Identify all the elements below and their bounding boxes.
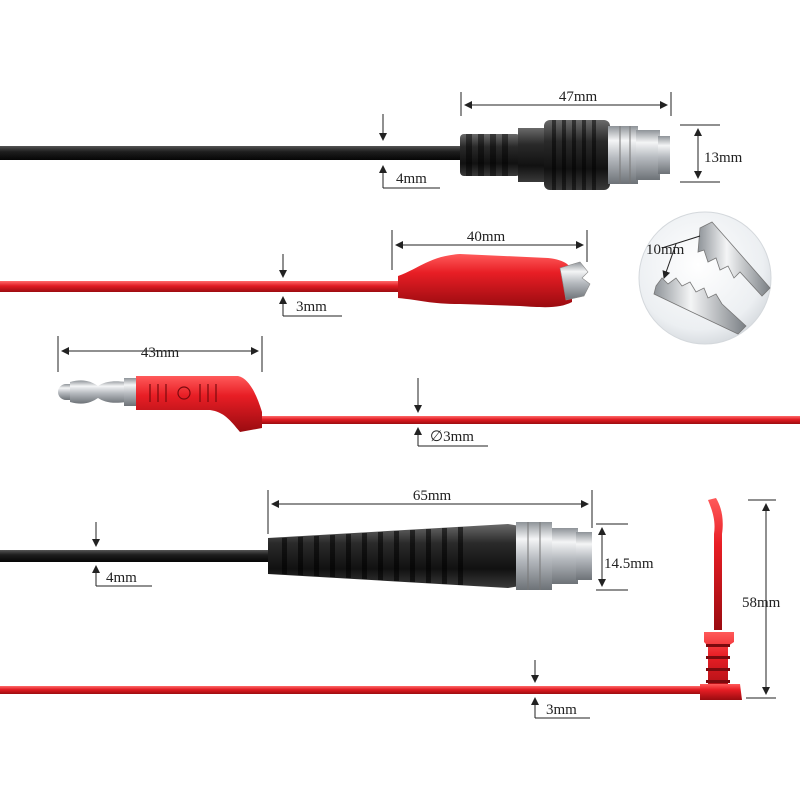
bnc-boot-row: 65mm 14.5mm 4mm	[0, 488, 654, 591]
dim-label-13mm: 13mm	[704, 150, 743, 166]
dim-label-65mm: 65mm	[413, 488, 452, 504]
banana-logo	[177, 386, 191, 400]
black-cable	[0, 146, 470, 160]
dim-label-10mm: 10mm	[646, 242, 685, 258]
dim-47mm	[460, 92, 672, 116]
dim-label-40mm: 40mm	[467, 229, 506, 245]
dim-label-3mm-row5: 3mm	[546, 702, 577, 718]
dim-d3mm	[414, 378, 488, 447]
dim-label-3mm-row2: 3mm	[296, 299, 327, 315]
dim-65mm	[267, 490, 593, 534]
bnc-cable-row: 47mm 13mm 4mm	[0, 89, 743, 190]
dim-label-d3mm: ∅3mm	[430, 429, 474, 445]
jaw-detail-inset: 10mm	[638, 211, 772, 345]
red-cable	[0, 281, 410, 292]
dim-3mm-row2	[279, 254, 342, 317]
bnc-body	[518, 120, 610, 190]
banana-plug-body	[136, 376, 262, 432]
dim-40mm	[391, 230, 588, 270]
dim-4mm-row4	[92, 522, 152, 587]
alligator-clip-jaw	[559, 261, 591, 301]
dim-43mm	[57, 336, 263, 372]
hook-probe	[700, 498, 742, 700]
alligator-clip-boot	[398, 254, 572, 308]
dim-label-4mm-row4: 4mm	[106, 570, 137, 586]
dim-4mm-top	[379, 114, 440, 189]
bnc-metal-tip	[608, 126, 670, 184]
dim-13mm	[680, 124, 720, 183]
alligator-clip-row: 40mm 3mm	[0, 229, 591, 317]
banana-ribs	[149, 384, 217, 402]
bnc-metal-tip-2	[516, 522, 592, 590]
red-cable-banana	[258, 416, 800, 424]
bnc-strain-relief	[460, 134, 520, 176]
dim-3mm-row5	[531, 660, 590, 719]
lower-jaw	[653, 277, 747, 335]
red-cable-hook	[0, 686, 712, 694]
banana-plug-row: 43mm ∅3mm	[57, 336, 800, 447]
dim-58mm	[746, 499, 776, 699]
black-cable-2	[0, 550, 280, 562]
hook-probe-row: 58mm 3mm	[0, 498, 781, 719]
dim-14-5mm	[596, 523, 628, 591]
upper-jaw	[697, 221, 771, 297]
dim-label-14-5mm: 14.5mm	[604, 556, 654, 572]
dim-label-4mm-top: 4mm	[396, 171, 427, 187]
dim-label-43mm: 43mm	[141, 345, 180, 361]
banana-metal-pin	[58, 378, 138, 406]
dim-label-47mm: 47mm	[559, 89, 598, 105]
dim-label-58mm: 58mm	[742, 595, 781, 611]
bnc-boot-ribs	[282, 527, 463, 585]
